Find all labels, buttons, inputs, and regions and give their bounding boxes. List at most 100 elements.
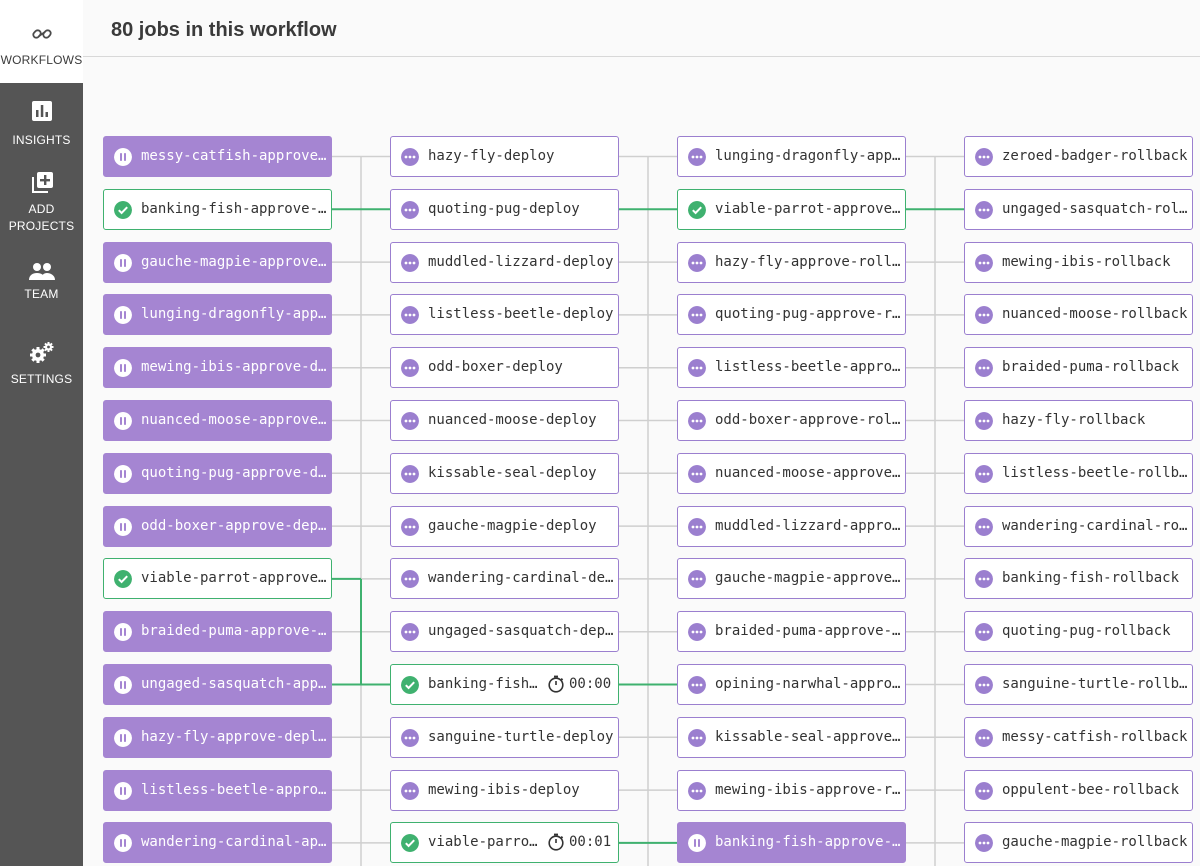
job-card[interactable]: nuanced-moose-approve… xyxy=(677,452,906,494)
nav-team[interactable]: TEAM xyxy=(0,262,83,312)
on-hold-pause-icon xyxy=(114,148,132,166)
pending-dots-icon xyxy=(975,781,993,800)
workflows-icon xyxy=(31,29,52,39)
job-card[interactable]: listless-beetle-appro… xyxy=(677,347,906,389)
nav-settings[interactable]: SETTINGS xyxy=(0,341,83,393)
job-name: lunging-dragonfly-app… xyxy=(141,306,327,323)
on-hold-pause-icon xyxy=(114,412,132,430)
job-card[interactable]: hazy-fly-approve-roll… xyxy=(677,241,906,283)
job-card[interactable]: gauche-magpie-approve… xyxy=(677,558,906,600)
job-card[interactable]: ungaged-sasquatch-app… xyxy=(103,664,332,705)
job-card[interactable]: wandering-cardinal-ap… xyxy=(103,822,332,864)
job-card[interactable]: odd-boxer-deploy xyxy=(390,347,619,389)
job-card[interactable]: lunging-dragonfly-app… xyxy=(103,294,332,336)
nav-workflows-label: WORKFLOWS xyxy=(0,53,83,67)
pending-dots-icon xyxy=(975,253,993,272)
job-name: banking-fish… xyxy=(428,676,538,692)
pending-dots-icon xyxy=(688,676,706,694)
job-card[interactable]: nuanced-moose-deploy xyxy=(390,400,619,441)
job-card[interactable]: kissable-seal-deploy xyxy=(390,452,619,494)
job-card[interactable]: hazy-fly-deploy xyxy=(390,136,619,177)
job-card[interactable]: messy-catfish-approve… xyxy=(103,136,332,177)
job-card[interactable]: odd-boxer-approve-dep… xyxy=(103,505,332,547)
nav-add-projects-label: ADD PROJECTS xyxy=(8,202,75,233)
pending-dots-icon xyxy=(688,148,706,166)
success-check-icon xyxy=(114,200,132,219)
job-card[interactable]: listless-beetle-deploy xyxy=(390,294,619,336)
pending-dots-icon xyxy=(688,623,706,642)
job-card[interactable]: viable-parrot-approve… xyxy=(677,188,906,230)
job-card[interactable]: wandering-cardinal-ro… xyxy=(964,505,1193,547)
job-card[interactable]: quoting-pug-rollback xyxy=(964,611,1193,653)
pending-dots-icon xyxy=(688,570,706,589)
job-name: listless-beetle-appro… xyxy=(141,781,327,798)
job-name: oppulent-bee-rollback xyxy=(1002,781,1180,798)
job-card[interactable]: banking-fish-approve-… xyxy=(677,822,906,864)
pending-dots-icon xyxy=(401,148,419,166)
pending-dots-icon xyxy=(688,517,706,536)
job-name: muddled-lizzard-deploy xyxy=(428,253,614,270)
job-card[interactable]: gauche-magpie-deploy xyxy=(390,505,619,547)
job-name: gauche-magpie-approve… xyxy=(141,253,327,270)
job-name: hazy-fly-deploy xyxy=(428,148,555,164)
on-hold-pause-icon xyxy=(114,623,132,642)
job-card[interactable]: gauche-magpie-rollback xyxy=(964,822,1193,864)
job-name: sanguine-turtle-rollb… xyxy=(1002,676,1188,692)
job-card[interactable]: ungaged-sasquatch-dep… xyxy=(390,611,619,653)
job-name: banking-fish-approve-… xyxy=(141,200,327,217)
job-card[interactable]: odd-boxer-approve-rol… xyxy=(677,400,906,441)
job-card[interactable]: muddled-lizzard-appro… xyxy=(677,505,906,547)
job-card[interactable]: quoting-pug-approve-d… xyxy=(103,452,332,494)
pending-dots-icon xyxy=(975,306,993,325)
job-card[interactable]: nuanced-moose-rollback xyxy=(964,294,1193,336)
job-name: ungaged-sasquatch-rol… xyxy=(1002,200,1188,217)
job-card[interactable]: banking-fish-approve-… xyxy=(103,188,332,230)
job-name: zeroed-badger-rollback xyxy=(1002,148,1188,164)
job-card[interactable]: gauche-magpie-approve… xyxy=(103,241,332,283)
job-duration: 00:00 xyxy=(569,676,612,692)
job-card[interactable]: zeroed-badger-rollback xyxy=(964,136,1193,177)
job-card[interactable]: viable-parro… 00:01 xyxy=(390,822,619,864)
job-card[interactable]: opining-narwhal-appro… xyxy=(677,664,906,705)
job-card[interactable]: listless-beetle-appro… xyxy=(103,769,332,811)
job-card[interactable]: muddled-lizzard-deploy xyxy=(390,241,619,283)
nav-workflows[interactable]: WORKFLOWS xyxy=(0,0,83,83)
job-name: wandering-cardinal-de… xyxy=(428,570,614,587)
job-card[interactable]: wandering-cardinal-de… xyxy=(390,558,619,600)
job-card[interactable]: mewing-ibis-deploy xyxy=(390,769,619,811)
job-card[interactable]: mewing-ibis-approve-r… xyxy=(677,769,906,811)
job-card[interactable]: listless-beetle-rollb… xyxy=(964,452,1193,494)
job-name: gauche-magpie-deploy xyxy=(428,517,597,534)
job-name: viable-parrot-approve… xyxy=(141,570,327,587)
job-card[interactable]: viable-parrot-approve… xyxy=(103,558,332,600)
job-card[interactable]: quoting-pug-approve-r… xyxy=(677,294,906,336)
job-card[interactable]: mewing-ibis-approve-d… xyxy=(103,347,332,389)
job-name: kissable-seal-deploy xyxy=(428,464,597,481)
job-card[interactable]: kissable-seal-approve… xyxy=(677,716,906,758)
pending-dots-icon xyxy=(975,412,993,430)
job-card[interactable]: ungaged-sasquatch-rol… xyxy=(964,188,1193,230)
add-projects-plus-icon xyxy=(31,172,53,193)
nav-insights[interactable]: INSIGHTS xyxy=(0,100,83,155)
job-card[interactable]: sanguine-turtle-rollb… xyxy=(964,664,1193,705)
job-card[interactable]: quoting-pug-deploy xyxy=(390,188,619,230)
job-card[interactable]: banking-fish-rollback xyxy=(964,558,1193,600)
job-name: listless-beetle-appro… xyxy=(715,359,901,376)
job-card[interactable]: hazy-fly-approve-depl… xyxy=(103,716,332,758)
job-card[interactable]: lunging-dragonfly-app… xyxy=(677,136,906,177)
job-card[interactable]: nuanced-moose-approve… xyxy=(103,400,332,441)
on-hold-pause-icon xyxy=(114,728,132,747)
job-name: messy-catfish-rollback xyxy=(1002,728,1188,745)
success-check-icon xyxy=(114,570,132,589)
job-card[interactable]: messy-catfish-rollback xyxy=(964,716,1193,758)
nav-add-projects[interactable]: ADD PROJECTS xyxy=(0,171,83,241)
job-card[interactable]: mewing-ibis-rollback xyxy=(964,241,1193,283)
job-name: mewing-ibis-approve-d… xyxy=(141,359,327,376)
job-card[interactable]: braided-puma-approve-… xyxy=(677,611,906,653)
job-card[interactable]: braided-puma-rollback xyxy=(964,347,1193,389)
job-card[interactable]: oppulent-bee-rollback xyxy=(964,769,1193,811)
job-card[interactable]: sanguine-turtle-deploy xyxy=(390,716,619,758)
job-card[interactable]: hazy-fly-rollback xyxy=(964,400,1193,441)
job-card[interactable]: braided-puma-approve-… xyxy=(103,611,332,653)
job-card[interactable]: banking-fish… 00:00 xyxy=(390,664,619,705)
